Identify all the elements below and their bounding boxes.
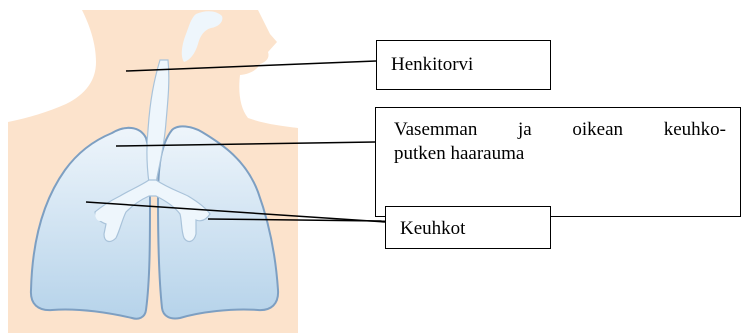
label-bifurcation-line-2: putken haarauma — [394, 142, 726, 166]
label-trachea: Henkitorvi — [376, 40, 551, 90]
label-bifurcation-word: oikean — [572, 118, 623, 142]
label-bifurcation-word: keuhko- — [664, 118, 726, 142]
label-bifurcation-line-1: Vasemman ja oikean keuhko- — [394, 118, 726, 142]
label-bifurcation-word: Vasemman — [394, 118, 477, 142]
label-lungs-text: Keuhkot — [400, 218, 465, 239]
label-lungs: Keuhkot — [385, 206, 551, 249]
label-bronchial-bifurcation: Vasemman ja oikean keuhko- putken haarau… — [375, 107, 741, 217]
label-trachea-text: Henkitorvi — [391, 54, 473, 75]
label-bifurcation-word: ja — [518, 118, 532, 142]
